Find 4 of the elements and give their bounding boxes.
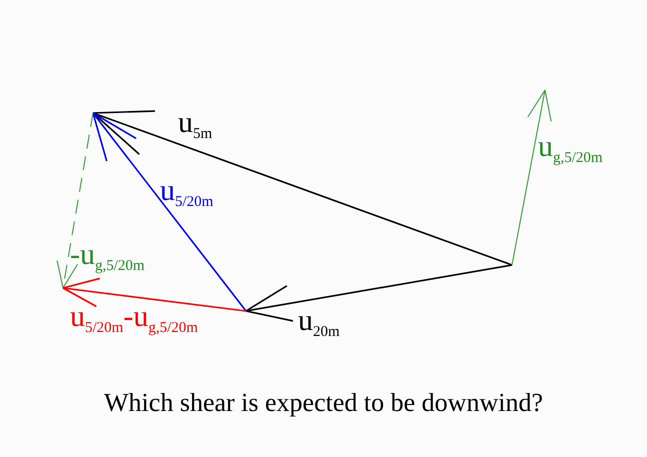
vector-label: u$_{5/20m}$ — [160, 176, 214, 206]
caption: Which shear is expected to be downwind? — [104, 388, 543, 418]
vector-label: u$_{5m}$ — [178, 108, 212, 138]
vector-label: u$_{20m}$ — [298, 306, 340, 336]
